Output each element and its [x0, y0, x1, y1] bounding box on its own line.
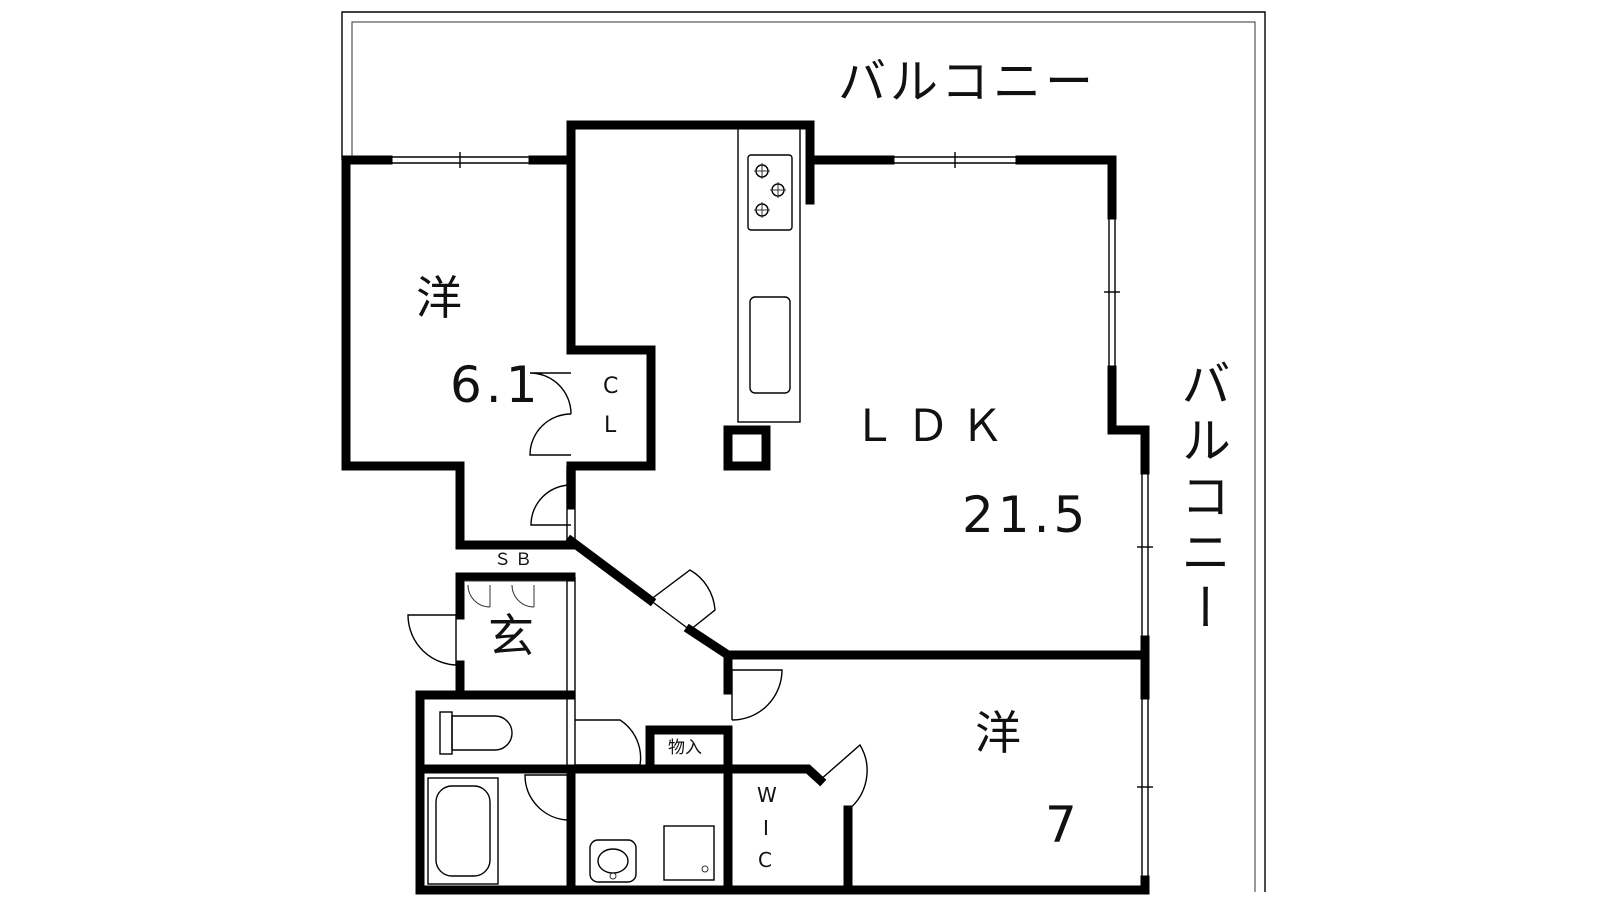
wic-label-line3: C	[758, 848, 772, 872]
washer-pan	[663, 825, 715, 881]
storage-label: 物入	[668, 738, 702, 758]
balcony-frame	[341, 11, 1266, 892]
closet-label-line1: C	[603, 374, 619, 399]
walls	[341, 120, 1150, 895]
western-room-2-size: 7	[1045, 796, 1081, 854]
bathtub-fixture	[427, 777, 499, 885]
ldk-size: 21.5	[962, 486, 1090, 544]
wic-label-line1: W	[757, 783, 777, 807]
closet-label-line2: L	[604, 413, 617, 438]
doors	[407, 372, 868, 821]
entrance-label: 玄	[488, 609, 534, 663]
western-room-2-name: 洋	[975, 706, 1021, 760]
toilet-fixture	[439, 711, 513, 755]
balcony-top-label: バルコニー	[838, 54, 1098, 110]
washbasin-fixture	[589, 839, 637, 883]
windows	[388, 152, 1153, 880]
ldk-name: ＬＤＫ	[852, 401, 1014, 452]
western-room-1-size: 6.1	[450, 356, 542, 414]
balcony-right-label: バルコニー	[1173, 358, 1231, 638]
wic-label-line2: I	[763, 816, 769, 840]
western-room-1-name: 洋	[416, 271, 462, 325]
shoe-box-label: ＳＢ	[494, 550, 536, 570]
kitchen-counter	[737, 127, 801, 423]
